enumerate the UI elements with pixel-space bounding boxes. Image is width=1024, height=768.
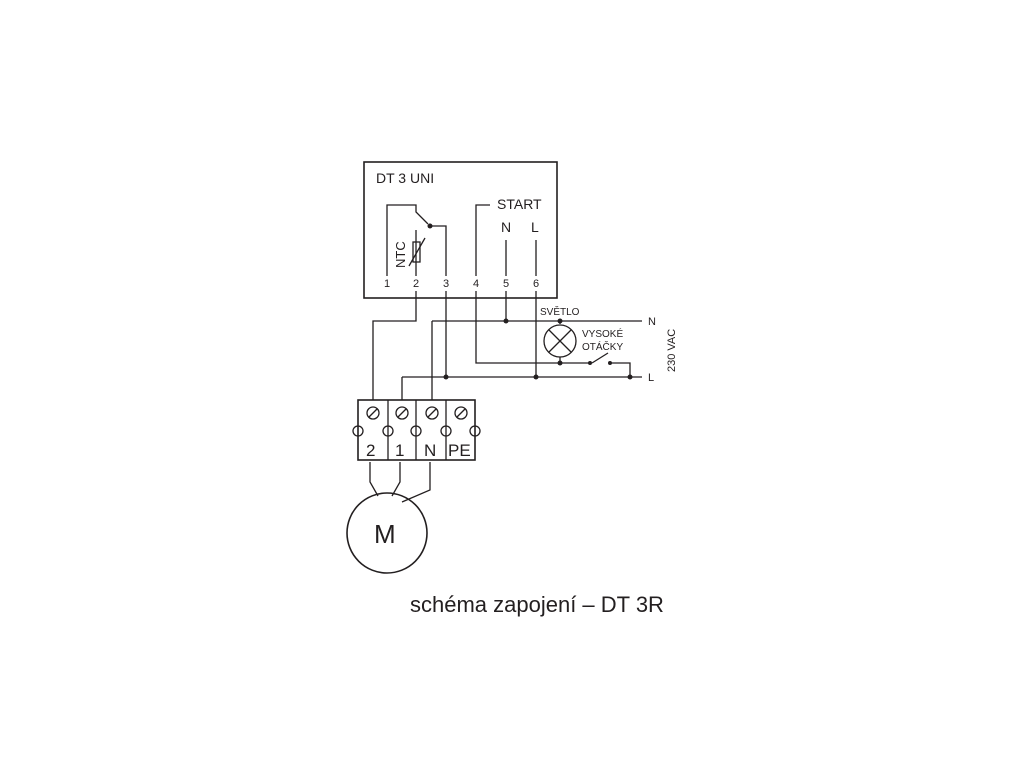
ntc-loop-wire xyxy=(386,204,429,276)
high-speed-label-2: OTÁČKY xyxy=(582,340,623,353)
start-label: START xyxy=(497,196,542,212)
terminal-number-2: 2 xyxy=(413,278,419,290)
wire-t2-to-block-2 xyxy=(372,291,417,400)
switch-blade xyxy=(591,352,609,364)
block-label-pe: PE xyxy=(448,441,471,460)
lamp-cross xyxy=(548,329,572,353)
motor-symbol xyxy=(346,492,428,574)
terminal-holes xyxy=(352,425,481,437)
controller-name: DT 3 UNI xyxy=(376,170,434,186)
motor-label: M xyxy=(374,519,396,549)
n-line-label: N xyxy=(648,316,656,328)
high-speed-label-1: VYSOKÉ xyxy=(582,327,623,340)
terminal-block-dividers xyxy=(387,400,447,460)
controller-box xyxy=(363,161,558,299)
terminal-number-1: 1 xyxy=(384,278,390,290)
relay-contact-wire xyxy=(430,225,447,276)
terminal-number-6: 6 xyxy=(533,278,539,290)
l-junction-dot-6 xyxy=(533,374,539,380)
wire-t4-to-switch xyxy=(475,291,560,364)
start-n-label: N xyxy=(501,219,511,235)
block-label-2: 2 xyxy=(366,441,375,460)
voltage-label: 230 VAC xyxy=(666,329,678,372)
diagram-caption: schéma zapojení – DT 3R xyxy=(410,592,664,617)
light-label: SVĚTLO xyxy=(540,305,580,318)
block-label-n: N xyxy=(424,441,436,460)
terminal-number-5: 5 xyxy=(503,278,509,290)
l-junction-dot-3 xyxy=(443,374,449,380)
motor-wire-n xyxy=(401,462,431,503)
ntc-resistor-slash xyxy=(408,237,426,267)
switch-wire-right xyxy=(610,362,631,377)
start-bracket xyxy=(475,204,490,276)
l-line-label: L xyxy=(648,372,654,384)
terminal-number-3: 3 xyxy=(443,278,449,290)
motor-wire-1 xyxy=(391,462,401,497)
terminal-number-4: 4 xyxy=(473,278,479,290)
ntc-resistor xyxy=(412,241,421,263)
n-junction-dot-5 xyxy=(503,318,509,324)
start-l-label: L xyxy=(531,219,539,235)
switch-contact-dot xyxy=(588,361,592,365)
ntc-label: NTC xyxy=(393,241,408,268)
terminal-screws xyxy=(366,406,468,420)
motor-wire-2 xyxy=(369,462,379,497)
block-label-1: 1 xyxy=(395,441,404,460)
